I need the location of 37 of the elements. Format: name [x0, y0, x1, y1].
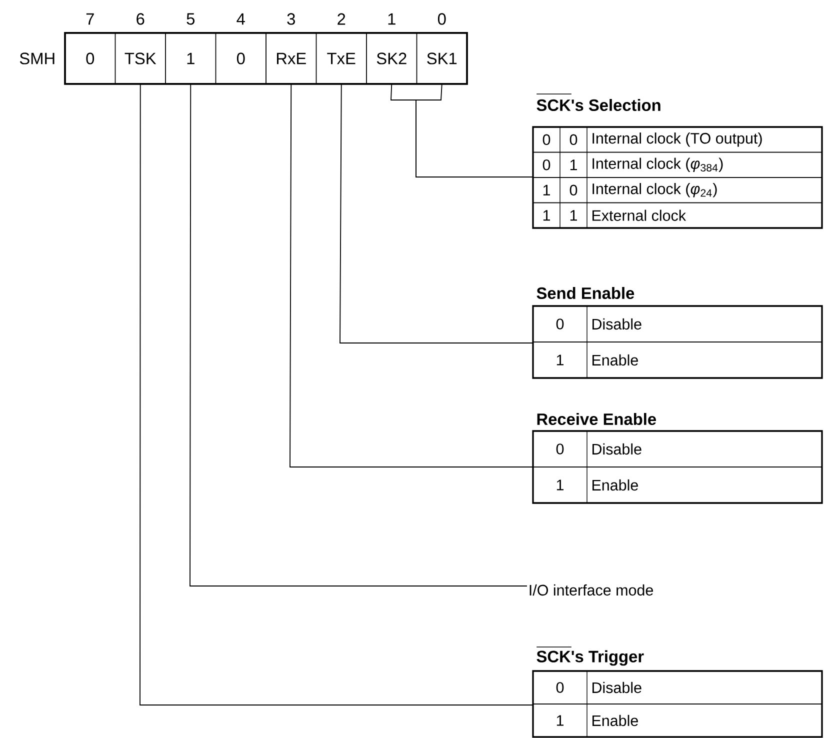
bit-number: 5 [186, 13, 194, 25]
table-heading: Receive Enable [537, 412, 656, 426]
bit-cell: TSK [114, 32, 166, 84]
bit-number: 2 [338, 13, 346, 25]
bit-number: 1 [388, 13, 396, 25]
connector-line [340, 84, 534, 344]
bit-number: 7 [86, 13, 94, 25]
bit-cell: 0 [64, 32, 116, 84]
table-row: 1 1 External clock [532, 202, 822, 228]
bit-cell: SK2 [366, 32, 418, 84]
table-row: 0 Disable [532, 430, 822, 468]
table-row: 1 Enable [532, 342, 822, 378]
bit-number: 6 [136, 13, 144, 25]
table-row: 0 0 Internal clock (TO output) [532, 126, 822, 153]
bit-cell: SK1 [416, 32, 468, 84]
bit-number: 3 [287, 13, 295, 25]
table-row: 0 Disable [532, 670, 822, 704]
connector-line [416, 84, 534, 178]
table-heading: SCK's Trigger [536, 646, 644, 666]
bit-cell: 0 [215, 32, 266, 84]
table-row: 0 1 Internal clock (φ$_{384}$) [532, 152, 822, 178]
bit-number: 4 [236, 13, 245, 25]
table-row: 1 Enable [532, 704, 822, 738]
table-heading: SCK's Selection [536, 94, 660, 112]
table-row: 1 Enable [532, 466, 822, 504]
bit-number: 0 [438, 13, 446, 25]
bit-cell: 1 [165, 32, 216, 84]
table-row: 0 Disable [532, 306, 822, 342]
connector-line [290, 84, 534, 468]
table-heading: Send Enable [536, 286, 634, 300]
register-name: SMH [20, 52, 54, 64]
annotation-text: I/O interface mode [530, 584, 653, 596]
connector-line [190, 84, 528, 586]
bit-cell: RxE [266, 32, 317, 84]
table-row: 1 0 Internal clock (φ$_{24}$) [532, 177, 822, 204]
connector-line [140, 84, 534, 706]
bit-cell: TxE [316, 32, 367, 84]
